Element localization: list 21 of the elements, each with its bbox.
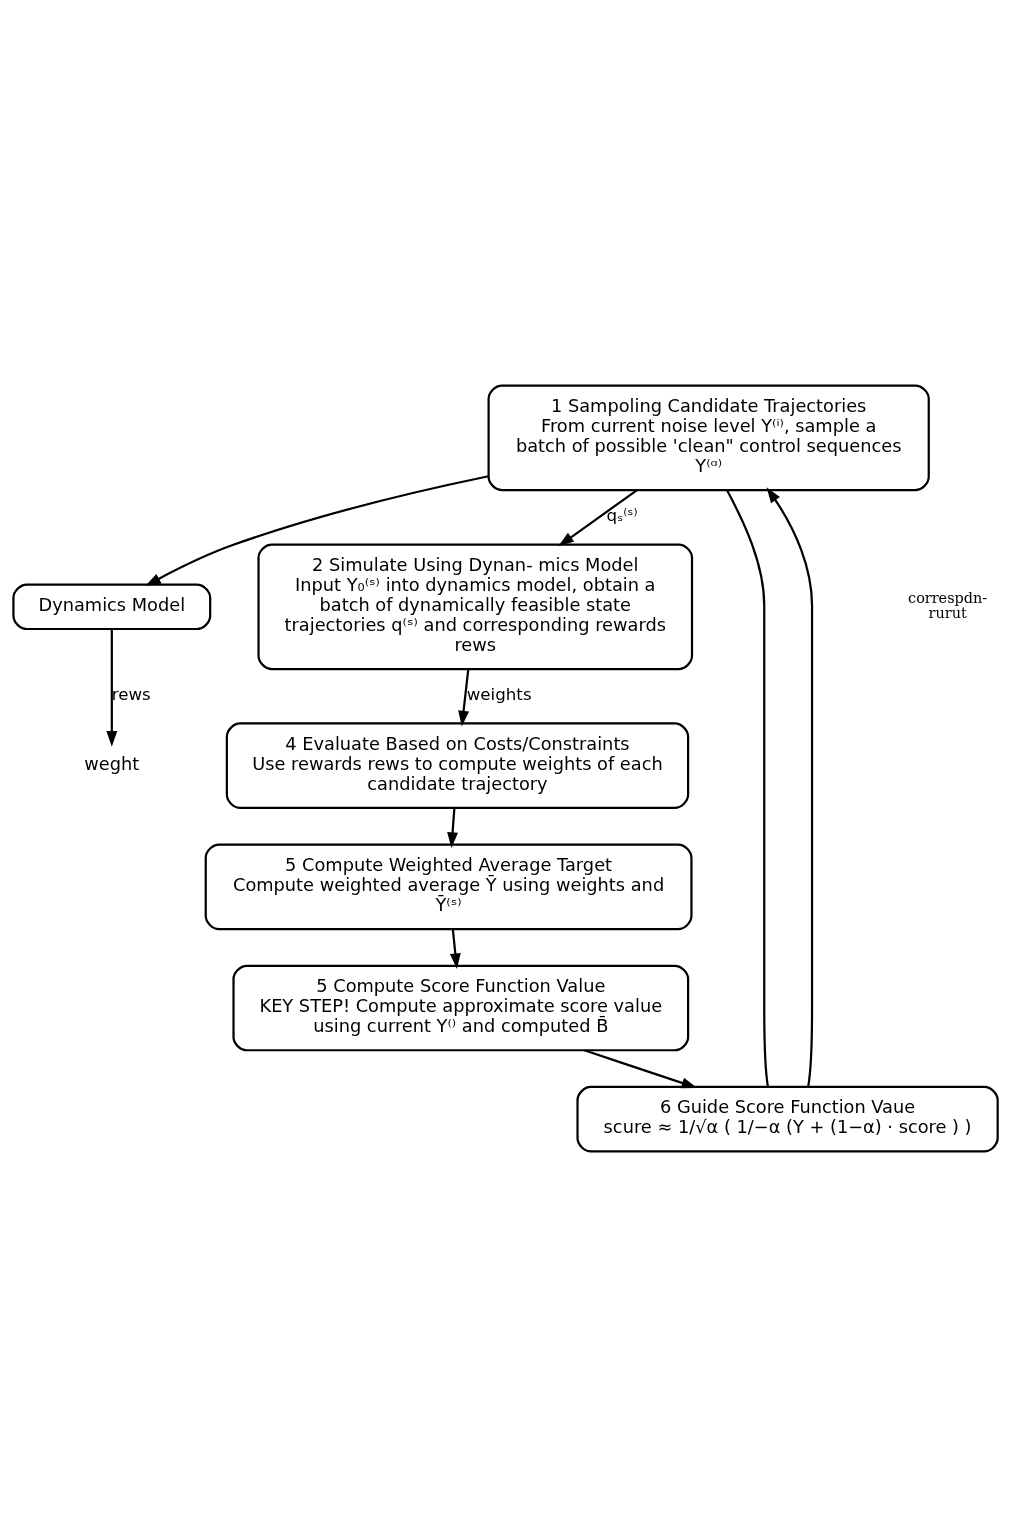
node-box: 5 Compute Score Function Value KEY STEP! Compute approximate score value using current Y⁽⁾ and computed B̄	[231, 964, 689, 1051]
node-box: 4 Evaluate Based on Costs/Constraints Use rewards rews to compute weights of each candidate trajectory	[225, 721, 689, 809]
arrow	[557, 488, 638, 546]
arrow	[583, 1048, 697, 1088]
node-box: 1 Sampoling Candidate Trajectories From current noise level Y⁽ⁱ⁾, sample a batch of possible 'clean" control sequences Y⁽ᵅ⁾	[487, 384, 930, 491]
edge-label: rews	[111, 684, 151, 704]
arrow	[766, 486, 813, 1087]
arrow	[144, 474, 489, 586]
node-text: weght	[83, 752, 139, 774]
arrow	[446, 807, 458, 848]
node-box: 5 Compute Weighted Average Target Compute weighted average Ȳ using weights and Ȳ⁽ˢ⁾	[204, 843, 693, 930]
node-box: 6 Guide Score Function Vaue scure ≈ 1/√α ( 1/−α (Y + (1−α) · score ) )	[575, 1085, 999, 1152]
arrow	[105, 628, 117, 747]
edge-label: weights	[466, 684, 532, 704]
arrow	[457, 668, 469, 726]
node-box: 2 Simulate Using Dynan- mics Model Input Y₀⁽ˢ⁾ into dynamics model, obtain a batch of dynamically feasible state trajectories q⁽ˢ⁾ and corresponding rewards rews	[256, 542, 693, 670]
arrow	[449, 928, 461, 969]
label: correspdn- rurut	[907, 589, 987, 621]
connector	[725, 489, 769, 1087]
edge-label: qₛ⁽ˢ⁾	[605, 505, 638, 525]
node-box: Dynamics Model	[11, 582, 211, 630]
